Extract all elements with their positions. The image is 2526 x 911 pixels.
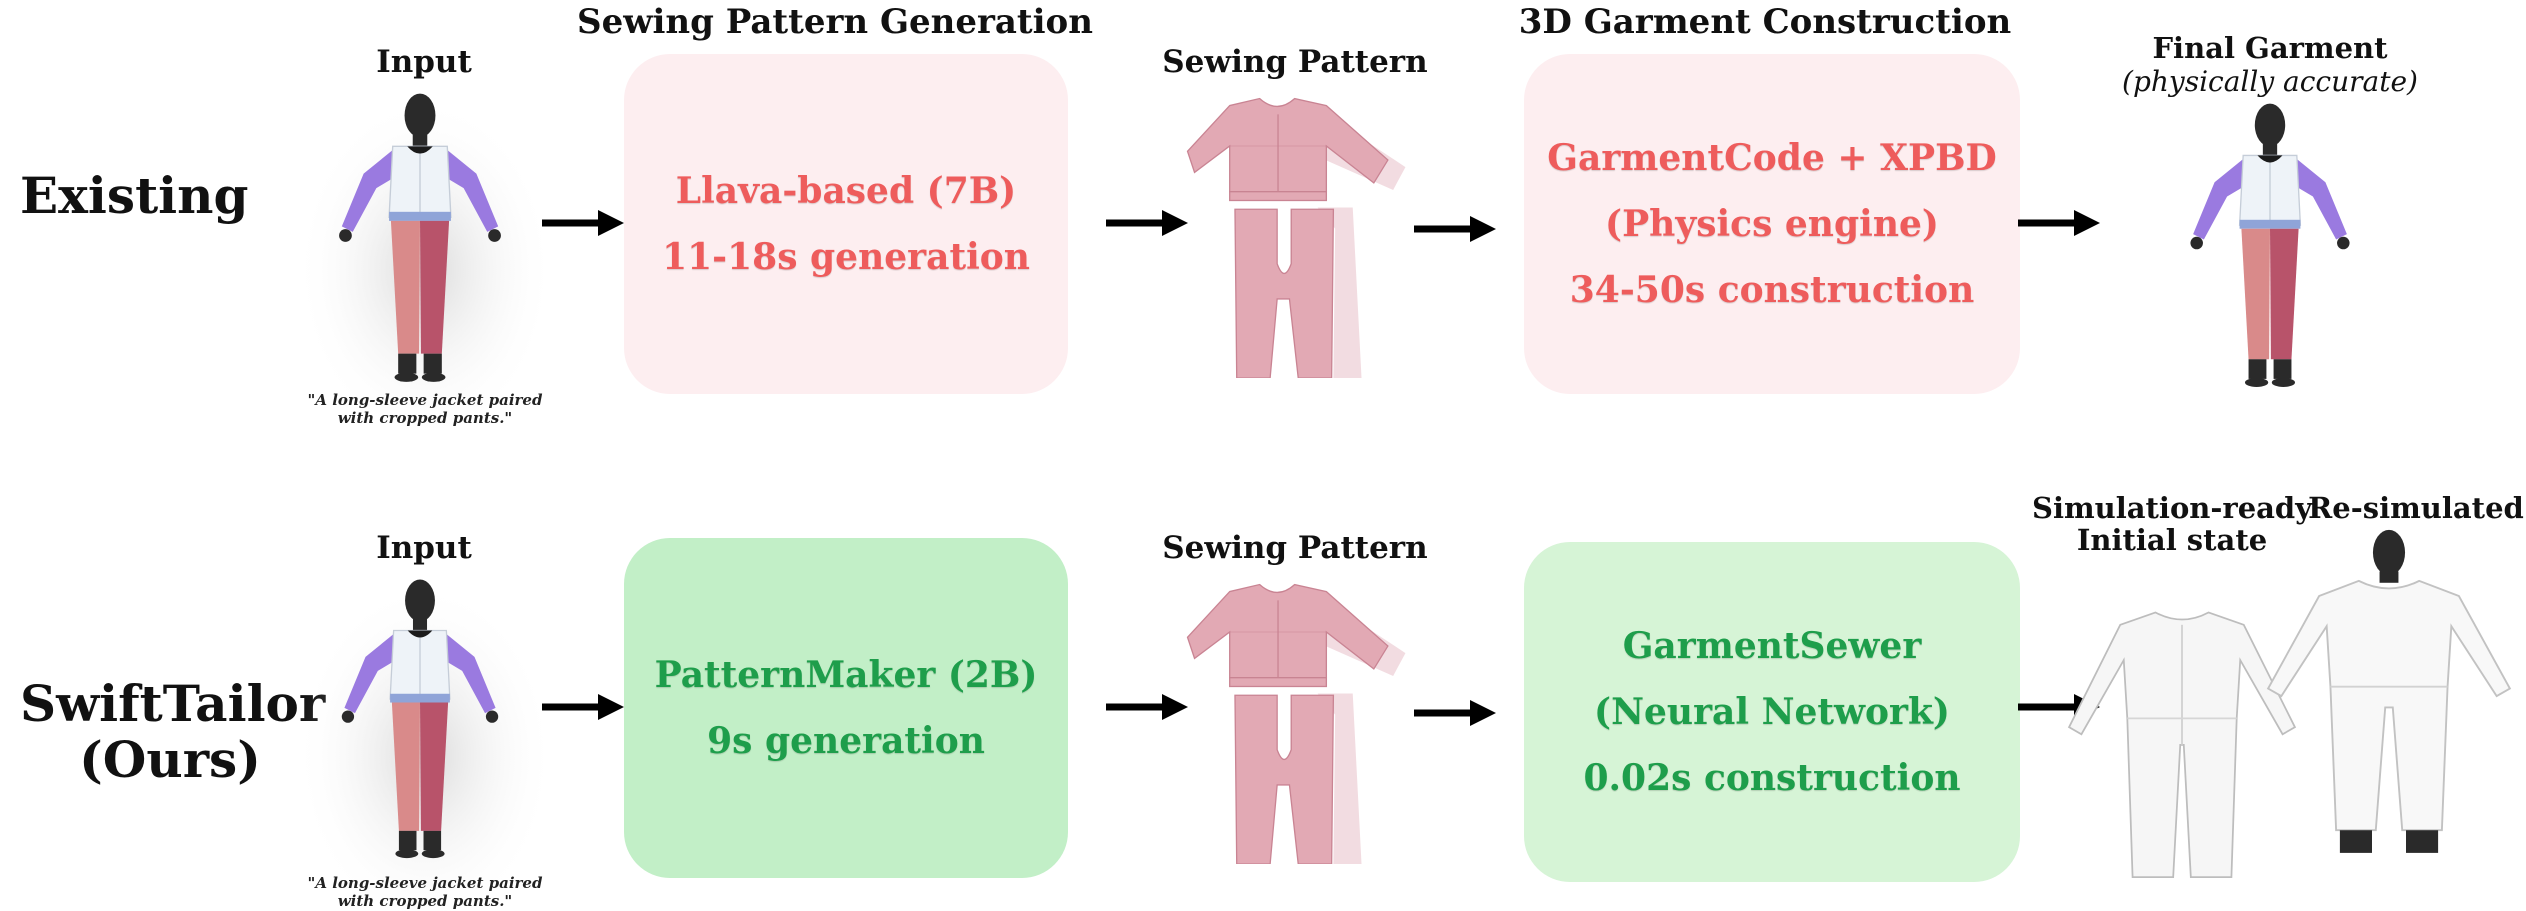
stage1-header: Sewing Pattern Generation <box>577 2 1093 42</box>
row-label-ours-line-2: (Ours) <box>79 730 261 789</box>
arrow-icon <box>1106 210 1188 236</box>
existing-stage1-line-2: 11-18s generation <box>662 236 1030 278</box>
sim-ready-title-line-1: Simulation-ready <box>2032 491 2313 525</box>
ours-stage2-line-3: 0.02s construction <box>1583 757 1961 799</box>
row-label-ours: SwiftTailor (Ours) <box>20 674 326 789</box>
caption-line-1: "A long-sleeve jacket paired <box>307 874 543 892</box>
existing-stage2-line-1: GarmentCode + XPBD <box>1547 137 1997 179</box>
row-label-existing: Existing <box>20 166 249 225</box>
arrow-icon <box>1414 216 1496 242</box>
sim-ready-title: Simulation-ready Initial state <box>2032 492 2312 556</box>
arrow-icon <box>542 210 624 236</box>
ours-stage2-line-1: GarmentSewer <box>1622 625 1922 667</box>
existing-construction-box: GarmentCode + XPBD (Physics engine) 34-5… <box>1524 54 2020 394</box>
input-caption-ours: "A long-sleeve jacket paired with croppe… <box>295 874 555 910</box>
existing-pattern-gen-box: Llava-based (7B) 11-18s generation <box>624 54 1068 394</box>
caption-line-1: "A long-sleeve jacket paired <box>307 391 543 409</box>
existing-stage1-line-1: Llava-based (7B) <box>675 170 1017 212</box>
input-figure-existing <box>295 92 555 445</box>
sim-ready-title-line-2: Initial state <box>2076 523 2268 557</box>
resimulated-title: Re-simulated <box>2308 491 2524 525</box>
sewing-pattern-existing <box>1186 97 1407 378</box>
input-title-ours: Input <box>376 530 472 566</box>
input-figure-ours <box>295 578 555 911</box>
sewing-pattern-ours <box>1186 583 1407 864</box>
ours-stage1-line-2: 9s generation <box>707 720 985 762</box>
existing-stage2-line-2: (Physics engine) <box>1605 203 1939 245</box>
arrow-icon <box>2018 210 2100 236</box>
ours-stage2-line-2: (Neural Network) <box>1594 691 1950 733</box>
arrow-icon <box>1414 700 1496 726</box>
ours-stage1-line-1: PatternMaker (2B) <box>654 654 1038 696</box>
arrow-icon <box>542 694 624 720</box>
final-garment-title: Final Garment <box>2152 31 2388 65</box>
row-label-ours-line-1: SwiftTailor <box>20 674 326 733</box>
final-garment-subtitle: (physically accurate) <box>2122 65 2418 98</box>
caption-line-2: with cropped pants." <box>337 892 513 910</box>
ours-pattern-gen-box: PatternMaker (2B) 9s generation <box>624 538 1068 878</box>
pattern-title-existing: Sewing Pattern <box>1162 44 1428 80</box>
stage2-header: 3D Garment Construction <box>1518 2 2012 42</box>
pattern-title-ours: Sewing Pattern <box>1162 530 1428 566</box>
input-title-existing: Input <box>376 44 472 80</box>
ours-construction-box: GarmentSewer (Neural Network) 0.02s cons… <box>1524 542 2020 882</box>
final-garment-figure <box>2189 102 2351 388</box>
existing-stage2-line-3: 34-50s construction <box>1569 269 1975 311</box>
arrow-icon <box>1106 694 1188 720</box>
input-caption-existing: "A long-sleeve jacket paired with croppe… <box>295 391 555 427</box>
resimulated-figure <box>2267 528 2511 854</box>
caption-line-2: with cropped pants." <box>337 409 513 427</box>
